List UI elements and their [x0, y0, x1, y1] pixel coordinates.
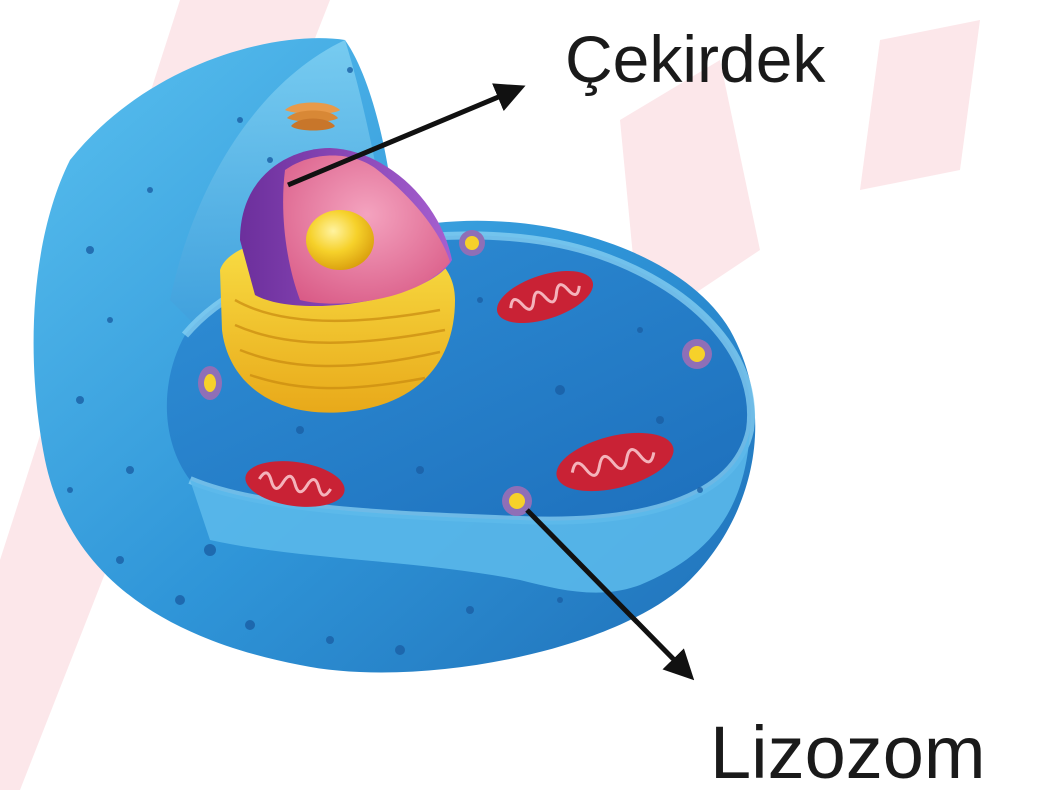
golgi-apparatus: [285, 103, 340, 131]
nucleus-label: Çekirdek: [565, 22, 826, 96]
nucleus: [240, 148, 452, 306]
lysosome-label: Lizozom: [710, 711, 986, 790]
nucleolus: [306, 210, 374, 270]
